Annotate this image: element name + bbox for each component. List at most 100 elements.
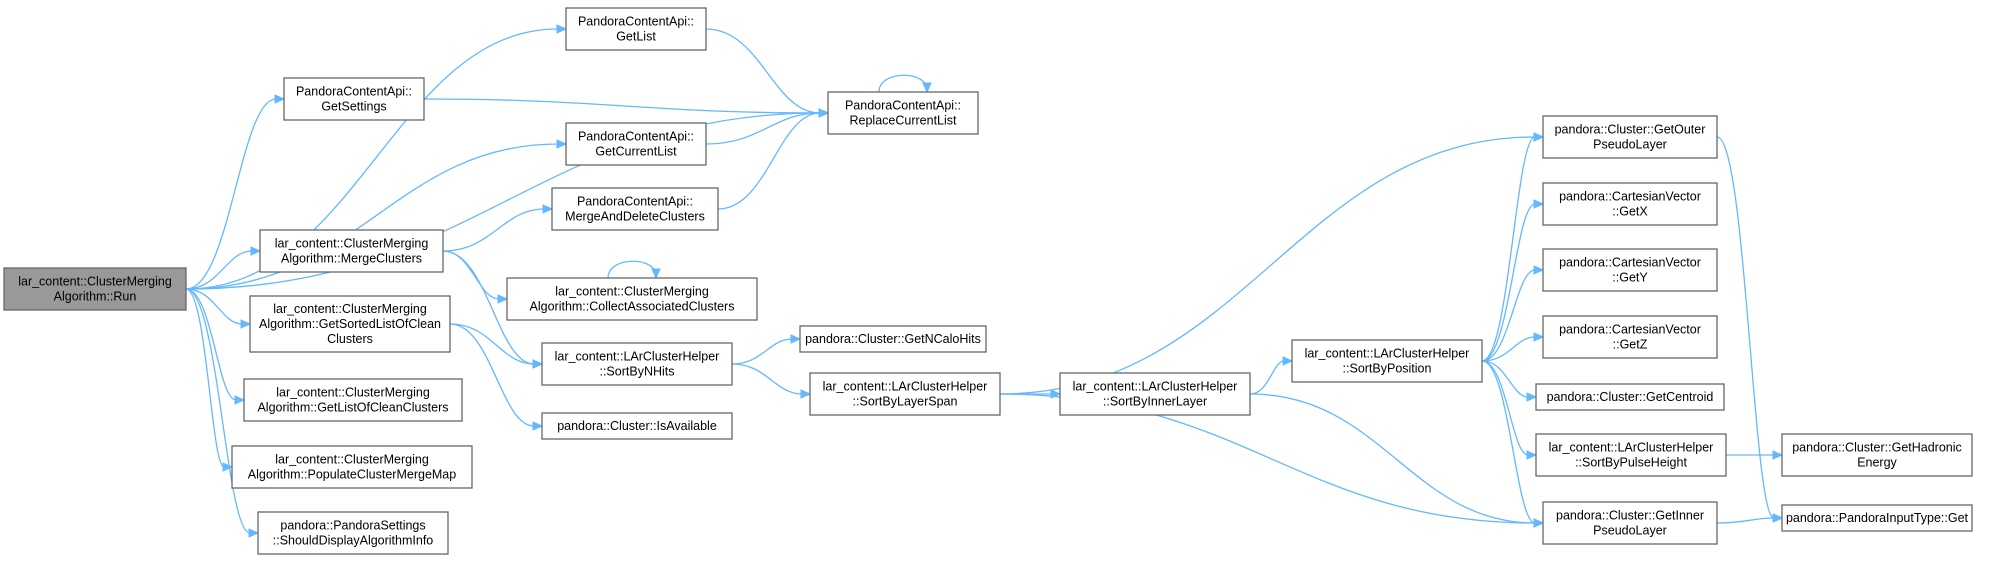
- edge-run-to-getlist: [185, 24, 568, 290]
- node-label-line: pandora::Cluster::IsAvailable: [557, 419, 717, 433]
- node-getsortedlist[interactable]: lar_content::ClusterMergingAlgorithm::Ge…: [249, 295, 451, 353]
- node-label-line: lar_content::ClusterMerging: [18, 275, 172, 289]
- node-box: [259, 229, 444, 273]
- node-label-line: lar_content::LArClusterHelper: [1549, 441, 1714, 455]
- node-label-line: Energy: [1857, 456, 1897, 470]
- node-box: [1535, 383, 1725, 411]
- node-sortbypulseheight[interactable]: lar_content::LArClusterHelper::SortByPul…: [1535, 433, 1727, 477]
- node-gety[interactable]: pandora::CartesianVector::GetY: [1542, 248, 1718, 292]
- node-label-line: ::SortByPulseHeight: [1575, 456, 1687, 470]
- node-label-line: Algorithm::Run: [54, 290, 137, 304]
- node-label-line: Algorithm::CollectAssociatedClusters: [530, 300, 735, 314]
- edge-replacecurrentlist-to-replacecurrentlist: [878, 74, 932, 94]
- node-label-line: pandora::Cluster::GetOuter: [1555, 123, 1706, 137]
- node-sortbyposition[interactable]: lar_content::LArClusterHelper::SortByPos…: [1291, 339, 1483, 383]
- node-collectassociated[interactable]: lar_content::ClusterMergingAlgorithm::Co…: [506, 277, 758, 321]
- node-getsettings[interactable]: PandoraContentApi::GetSettings: [283, 77, 425, 121]
- node-label-line: PseudoLayer: [1593, 138, 1667, 152]
- node-label-line: lar_content::ClusterMerging: [273, 302, 427, 316]
- node-label-line: PandoraContentApi::: [577, 195, 693, 209]
- node-mergeanddelete[interactable]: PandoraContentApi::MergeAndDeleteCluster…: [551, 187, 719, 231]
- node-label-line: pandora::PandoraInputType::Get: [1786, 511, 1969, 525]
- edge-mergeclusters-to-collectassociated: [442, 250, 509, 304]
- node-label-line: GetList: [616, 30, 656, 44]
- node-label-line: ::ShouldDisplayAlgorithmInfo: [273, 534, 434, 548]
- node-label-line: pandora::CartesianVector: [1559, 190, 1701, 204]
- node-box: [1542, 182, 1718, 226]
- node-sortbyinnerlayer[interactable]: lar_content::LArClusterHelper::SortByInn…: [1059, 372, 1251, 416]
- node-getcurrentlist[interactable]: PandoraContentApi::GetCurrentList: [565, 122, 707, 166]
- node-label-line: lar_content::ClusterMerging: [275, 237, 429, 251]
- edge-sortbypulseheight-to-gethadronic: [1725, 450, 1784, 460]
- node-box: [541, 342, 733, 386]
- node-box: [827, 91, 979, 135]
- node-label-line: lar_content::LArClusterHelper: [555, 350, 720, 364]
- node-getncalohits[interactable]: pandora::Cluster::GetNCaloHits: [799, 325, 987, 353]
- node-label-line: pandora::CartesianVector: [1559, 256, 1701, 270]
- node-getlist[interactable]: PandoraContentApi::GetList: [565, 7, 707, 51]
- node-populatemerge[interactable]: lar_content::ClusterMergingAlgorithm::Po…: [231, 445, 473, 489]
- edge-getinner-to-pandorainputtype: [1716, 513, 1784, 524]
- node-label-line: PandoraContentApi::: [578, 15, 694, 29]
- edge-sortbyposition-to-getinner: [1481, 360, 1545, 528]
- node-box: [565, 122, 707, 166]
- edge-run-to-getsettings: [185, 94, 286, 290]
- node-getx[interactable]: pandora::CartesianVector::GetX: [1542, 182, 1718, 226]
- node-label-line: ::SortByNHits: [599, 365, 674, 379]
- node-box: [551, 187, 719, 231]
- node-sortbylayerspan[interactable]: lar_content::LArClusterHelper::SortByLay…: [809, 372, 1001, 416]
- node-label-line: ::SortByPosition: [1343, 362, 1432, 376]
- edge-sortbyinnerlayer-to-getinner: [1249, 393, 1545, 528]
- edge-getouter-to-pandorainputtype: [1716, 136, 1784, 523]
- node-label-line: lar_content::LArClusterHelper: [823, 380, 988, 394]
- node-box: [1059, 372, 1251, 416]
- edge-getlist-to-replacecurrentlist: [705, 28, 830, 118]
- node-getz[interactable]: pandora::CartesianVector::GetZ: [1542, 315, 1718, 359]
- edge-run-to-getlistofclean: [185, 288, 246, 405]
- node-run[interactable]: lar_content::ClusterMergingAlgorithm::Ru…: [3, 267, 187, 311]
- node-label-line: pandora::CartesianVector: [1559, 323, 1701, 337]
- node-label-line: Algorithm::GetSortedListOfClean: [259, 317, 441, 331]
- node-box: [249, 295, 451, 353]
- node-label-line: ReplaceCurrentList: [850, 114, 958, 128]
- node-label-line: lar_content::LArClusterHelper: [1305, 347, 1470, 361]
- node-pandorainputtype[interactable]: pandora::PandoraInputType::Get: [1781, 504, 1973, 532]
- edge-sortbyposition-to-getz: [1481, 332, 1545, 362]
- edges-layer: [185, 24, 1784, 538]
- node-label-line: MergeAndDeleteClusters: [565, 210, 705, 224]
- node-label-line: Clusters: [327, 332, 373, 346]
- node-box: [506, 277, 758, 321]
- node-label-line: Algorithm::MergeClusters: [281, 252, 422, 266]
- node-label-line: Algorithm::GetListOfCleanClusters: [257, 401, 448, 415]
- node-box: [1291, 339, 1483, 383]
- node-label-line: pandora::Cluster::GetInner: [1556, 509, 1704, 523]
- node-box: [231, 445, 473, 489]
- node-getlistofclean[interactable]: lar_content::ClusterMergingAlgorithm::Ge…: [243, 378, 463, 422]
- node-box: [3, 267, 187, 311]
- edge-getcurrentlist-to-replacecurrentlist: [705, 108, 830, 145]
- edge-collectassociated-to-collectassociated: [607, 260, 661, 280]
- node-label-line: GetCurrentList: [595, 145, 677, 159]
- node-label-line: GetSettings: [321, 100, 386, 114]
- edge-sortbyposition-to-getouter: [1481, 132, 1545, 362]
- node-sortbynhits[interactable]: lar_content::LArClusterHelper::SortByNHi…: [541, 342, 733, 386]
- node-shoulddisplay[interactable]: pandora::PandoraSettings::ShouldDisplayA…: [257, 511, 449, 555]
- edge-sortbyinnerlayer-to-sortbyposition: [1249, 356, 1294, 395]
- node-box: [1542, 315, 1718, 359]
- node-isavailable[interactable]: pandora::Cluster::IsAvailable: [541, 412, 733, 440]
- node-label-line: lar_content::LArClusterHelper: [1073, 380, 1238, 394]
- node-getcentroid[interactable]: pandora::Cluster::GetCentroid: [1535, 383, 1725, 411]
- node-mergeclusters[interactable]: lar_content::ClusterMergingAlgorithm::Me…: [259, 229, 444, 273]
- node-label-line: lar_content::ClusterMerging: [275, 453, 429, 467]
- node-replacecurrentlist[interactable]: PandoraContentApi::ReplaceCurrentList: [827, 91, 979, 135]
- nodes-layer: lar_content::ClusterMergingAlgorithm::Ru…: [3, 7, 1973, 555]
- node-box: [1781, 504, 1973, 532]
- edge-sortbynhits-to-sortbylayerspan: [731, 363, 812, 399]
- node-label-line: PandoraContentApi::: [845, 99, 961, 113]
- edge-sortbyposition-to-gety: [1481, 265, 1545, 362]
- node-label-line: lar_content::ClusterMerging: [555, 285, 709, 299]
